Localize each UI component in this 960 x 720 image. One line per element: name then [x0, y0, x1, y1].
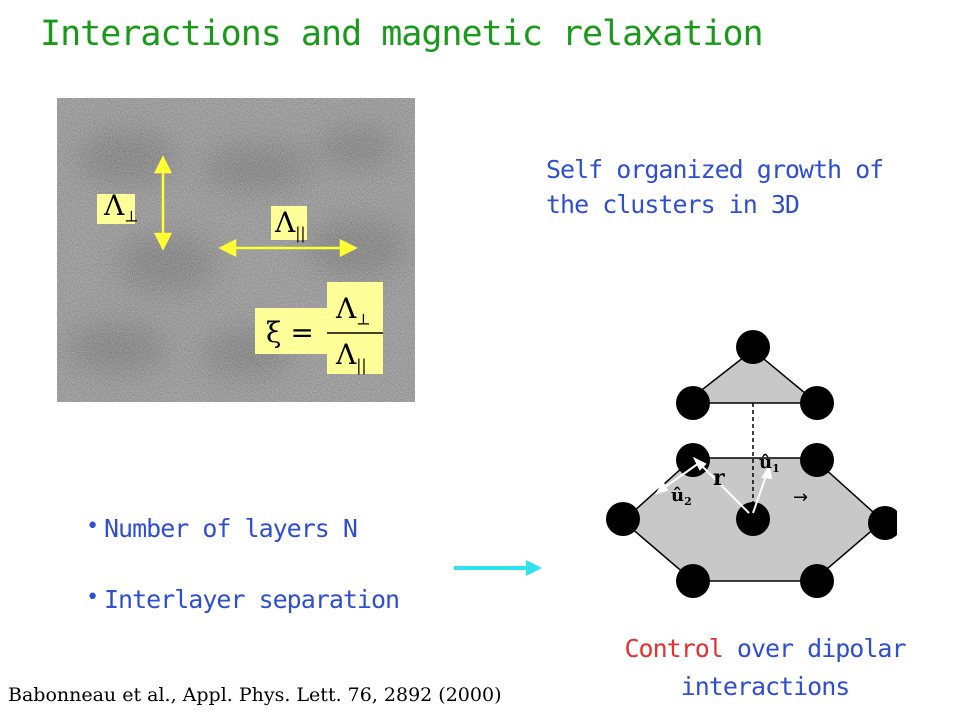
caption-line-1: Control over dipolar	[600, 630, 930, 668]
perp-spacing-arrow	[153, 155, 173, 251]
vector-arrows	[654, 456, 773, 514]
caption-highlight: Control	[624, 634, 723, 663]
direction-arrow-label: →	[793, 487, 808, 508]
dipolar-caption: Control over dipolar interactions	[600, 630, 930, 706]
xi-label: ξ =	[266, 316, 314, 349]
slide-title: Interactions and magnetic relaxation	[40, 14, 764, 54]
caption-line-2: interactions	[680, 672, 851, 701]
growth-line-2: the clusters in 3D	[546, 190, 800, 219]
tem-micrograph	[57, 98, 415, 402]
fraction-denominator: Λ||	[336, 338, 367, 375]
growth-line-1: Self organized growth of	[546, 155, 884, 184]
frac-den-box	[327, 332, 383, 374]
list-item: Interlayer separation	[86, 585, 400, 614]
u1-label: û1	[759, 452, 780, 475]
list-item: Number of layers N	[86, 514, 399, 543]
lambda-perp-box	[97, 194, 135, 224]
r-label: r	[713, 465, 725, 491]
cluster-dots	[606, 330, 897, 598]
lambda-par-label: Λ||	[275, 206, 306, 243]
caption-rest: over dipolar	[722, 634, 907, 663]
top-triangle	[682, 349, 820, 404]
lambda-par-box	[271, 206, 307, 240]
fraction-numerator: Λ⊥	[336, 292, 371, 329]
lambda-perp-label: Λ⊥	[104, 189, 139, 226]
control-parameters-list: Number of layers N Interlayer separation	[86, 514, 400, 614]
u2-label: û2	[671, 485, 692, 508]
growth-description: Self organized growth of the clusters in…	[546, 152, 884, 222]
frac-num-box	[327, 282, 383, 332]
xi-box	[255, 308, 327, 354]
lattice-diagram: r û1 û2 →	[606, 330, 897, 598]
parallel-spacing-arrow	[218, 238, 358, 258]
reference-citation: Babonneau et al., Appl. Phys. Lett. 76, …	[8, 684, 502, 706]
cyan-right-arrow	[454, 560, 542, 576]
